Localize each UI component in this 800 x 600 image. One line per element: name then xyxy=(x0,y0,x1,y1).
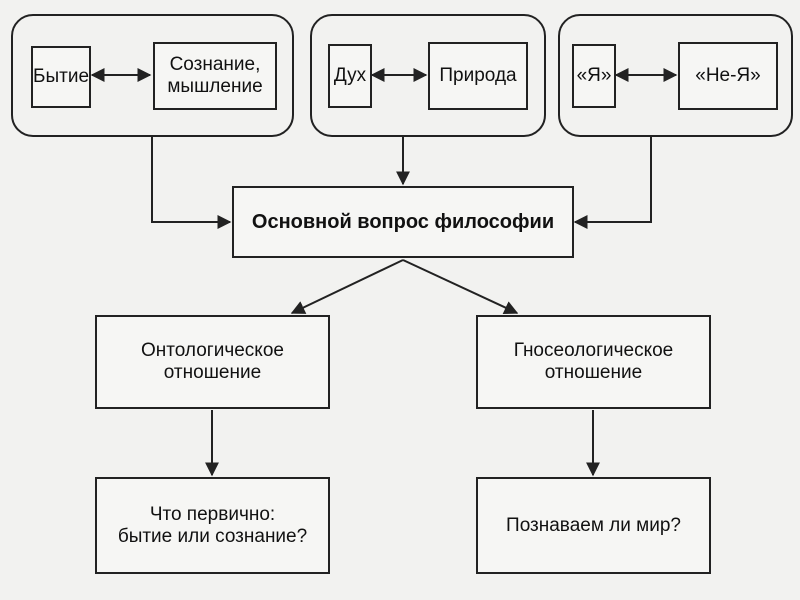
box-being: Бытие xyxy=(31,46,91,108)
box-consciousness: Сознание, мышление xyxy=(153,42,277,110)
arrow-central-to-gnoseological xyxy=(402,259,519,315)
box-self: «Я» xyxy=(572,44,616,108)
box-ontological-question: Что первично: бытие или сознание? xyxy=(95,477,330,574)
box-nonself: «Не-Я» xyxy=(678,42,778,110)
box-gnoseological-question: Познаваем ли мир? xyxy=(476,477,711,574)
box-ontological-relation: Онтологическое отношение xyxy=(95,315,330,409)
box-gnoseological-relation: Гносеологическое отношение xyxy=(476,315,711,409)
arrow-group1-to-central xyxy=(151,137,232,229)
pair-group-spirit-nature xyxy=(310,14,546,137)
box-spirit: Дух xyxy=(328,44,372,108)
arrow-group3-to-central xyxy=(573,137,652,229)
pair-group-self-nonself xyxy=(558,14,793,137)
box-central-question: Основной вопрос философии xyxy=(232,186,574,258)
box-nature: Природа xyxy=(428,42,528,110)
arrow-central-to-ontological xyxy=(290,259,404,314)
pair-group-being-consciousness xyxy=(11,14,294,137)
